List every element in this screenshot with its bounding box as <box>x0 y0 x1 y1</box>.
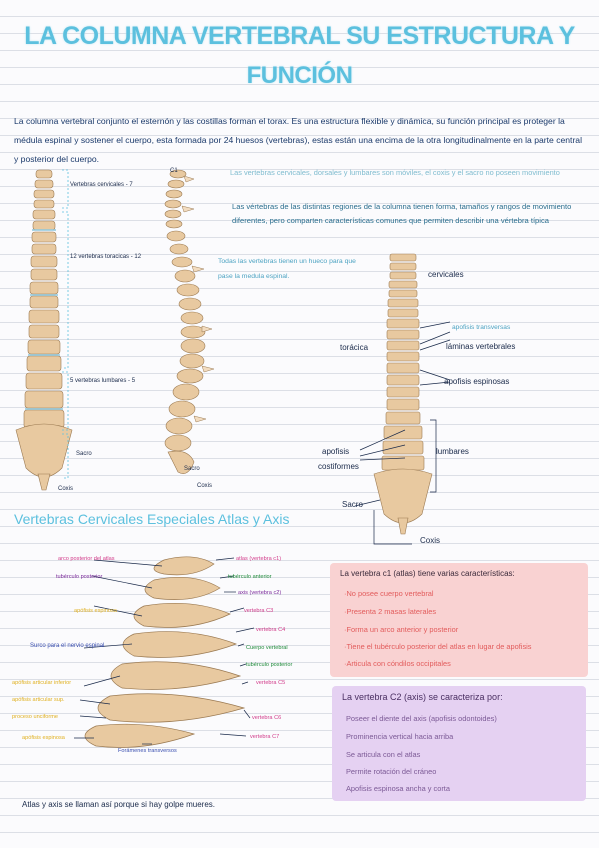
label-toracica: 12 vertebras toracicas - 12 <box>70 254 142 260</box>
atlas-item-2: ·Forma un arco anterior y posterior <box>344 625 459 634</box>
side-label-sacro: Sacro <box>184 466 200 472</box>
back-label-coxis: Coxis <box>420 536 441 545</box>
back-label-sacro: Sacro <box>342 500 363 509</box>
axis-item-2: Se articula con el atlas <box>346 750 421 759</box>
atlas-box-header: La vertebra c1 (atlas) tiene varias cara… <box>340 569 515 578</box>
cl-right-5: Cuerpo vertebral <box>246 645 288 651</box>
cl-right-6: tubérculo posterior <box>246 662 293 668</box>
atlas-item-1: ·Presenta 2 masas laterales <box>344 607 437 616</box>
axis-item-4: Apofisis espinosa ancha y corta <box>346 784 450 793</box>
section-subtitle: Vertebras Cervicales Especiales Atlas y … <box>14 511 290 527</box>
axis-item-1: Prominencia vertical hacia arriba <box>346 732 454 741</box>
cl-left-5: apófisis articular sup. <box>12 697 65 703</box>
back-pointer-lines <box>354 321 451 545</box>
cl-left-7: apófisis espinosa <box>22 735 65 741</box>
cl-right-4: vertebra C4 <box>256 627 286 633</box>
cl-left-4: apófisis articular inferior <box>12 680 72 686</box>
cl-right-7: vertebra C5 <box>256 680 286 686</box>
cl-left-2: apófisis espinosa <box>74 608 117 614</box>
cl-left-6: proceso unciforme <box>12 714 59 720</box>
back-label-lumbares: lumbares <box>436 447 469 456</box>
spine-side-illustration <box>164 169 215 474</box>
intro-paragraph: La columna vertebral conjunto el esternó… <box>14 116 582 164</box>
page-title-line2: FUNCIÓN <box>246 62 353 89</box>
back-label-costiformes-1: apofisis <box>322 447 350 456</box>
cl-right-9: vertebra C7 <box>250 734 280 740</box>
label-cervical: Vertebras cervicales - 7 <box>70 182 133 188</box>
cl-left-8: Forámenes transversos <box>118 748 177 754</box>
atlas-item-3: ·Tiene el tubérculo posterior del atlas … <box>344 642 532 651</box>
axis-box-header: La vertebra C2 (axis) se caracteriza por… <box>342 692 503 702</box>
back-label-cervicales: cervicales <box>428 270 464 279</box>
cl-right-3: vertebra C3 <box>244 608 274 614</box>
side-label-coxis: Coxis <box>197 483 213 489</box>
page-title-line1: LA COLUMNA VERTEBRAL SU ESTRUCTURA Y <box>24 22 575 50</box>
label-coxis: Coxis <box>58 486 74 492</box>
note-hueco-medula: Todas las vertebras tienen un hueco para… <box>218 258 356 280</box>
note-regiones: Las vértebras de las distintas regiones … <box>232 202 572 225</box>
footer-note: Atlas y axis se llaman así porque si hay… <box>22 800 215 809</box>
axis-item-0: Poseer el diente del axis (apofisis odon… <box>346 714 497 723</box>
front-bracket-lines <box>62 169 69 479</box>
note-movilidad: Las vertebras cervicales, dorsales y lum… <box>230 168 560 177</box>
cl-right-2: axis (vertebra c2) <box>238 590 282 596</box>
cl-left-3: Surco para el nervio espinal <box>30 643 105 649</box>
cl-left-0: arco posterior del atlas <box>58 556 115 562</box>
side-label-c1: C1 <box>170 168 178 174</box>
back-label-costiformes-2: costiformes <box>318 462 359 471</box>
spine-front-illustration <box>15 169 73 491</box>
back-label-transversas: apofisis transversas <box>452 324 511 331</box>
atlas-item-0: ·No posee cuerpo vertebral <box>344 589 434 598</box>
cl-right-8: vertebra C6 <box>252 715 282 721</box>
label-lumbar: 5 vertebras lumbares - 5 <box>70 378 136 384</box>
cervical-spine-illustration <box>74 556 255 748</box>
atlas-item-4: ·Articula con cóndilos occipitales <box>344 659 451 668</box>
label-sacro: Sacro <box>76 451 92 457</box>
axis-item-3: Permite rotación del cráneo <box>346 767 437 776</box>
axis-box: La vertebra C2 (axis) se caracteriza por… <box>332 686 586 801</box>
back-label-espinosas: apofisis espinosas <box>444 377 510 386</box>
back-label-toracica: torácica <box>340 343 369 352</box>
cl-left-1: tubérculo posterior <box>56 574 103 580</box>
spine-back-illustration <box>373 253 433 535</box>
back-label-laminas: láminas vertebrales <box>446 342 516 351</box>
atlas-box: La vertebra c1 (atlas) tiene varias cara… <box>330 563 588 677</box>
cl-right-0: atlas (vertebra c1) <box>236 556 282 562</box>
cl-right-1: tubérculo anterior <box>228 574 272 580</box>
